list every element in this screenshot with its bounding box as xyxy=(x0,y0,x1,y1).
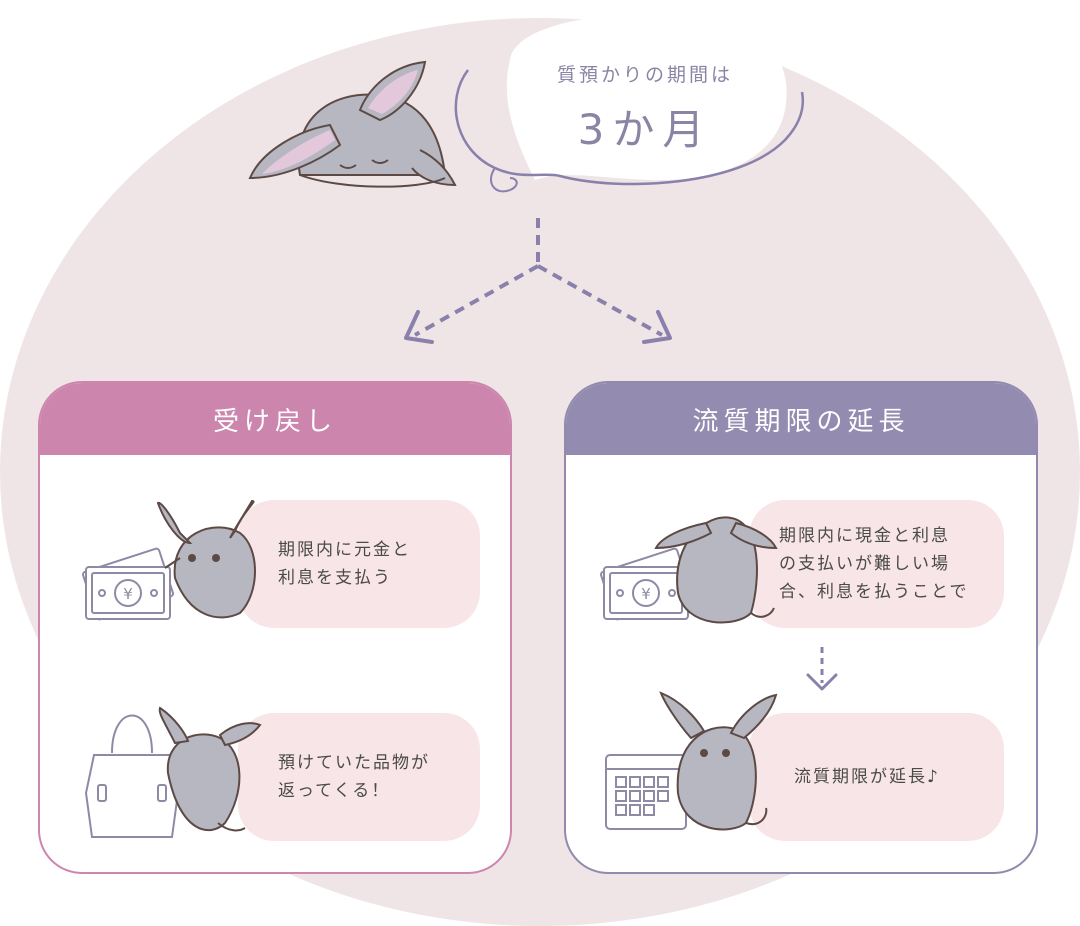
split-arrow xyxy=(406,218,670,342)
down-arrow xyxy=(808,647,836,689)
handbag-icon xyxy=(86,716,178,838)
sleeping-chinchilla-illustration xyxy=(250,62,455,187)
yen-bill-icon: ¥ xyxy=(82,548,174,620)
bubble-period-value: 3か月 xyxy=(520,96,770,157)
bubble-title: 質預かりの期間は xyxy=(520,60,770,87)
svg-text:¥: ¥ xyxy=(641,585,651,603)
extension-panel: 流質期限の延長 期限内に現金と利息 の支払いが難しい場 合、利息を払うことで 流… xyxy=(564,381,1038,874)
right-panel-illustrations: ¥ xyxy=(566,383,1038,874)
chinchilla-illustration-1 xyxy=(158,501,255,617)
left-panel-illustrations: ¥ xyxy=(40,383,512,874)
svg-text:¥: ¥ xyxy=(123,585,133,603)
calendar-icon xyxy=(606,755,686,829)
redemption-panel: 受け戻し 期限内に元金と 利息を支払う 預けていた品物が 返ってくる！ ¥ xyxy=(38,381,512,874)
